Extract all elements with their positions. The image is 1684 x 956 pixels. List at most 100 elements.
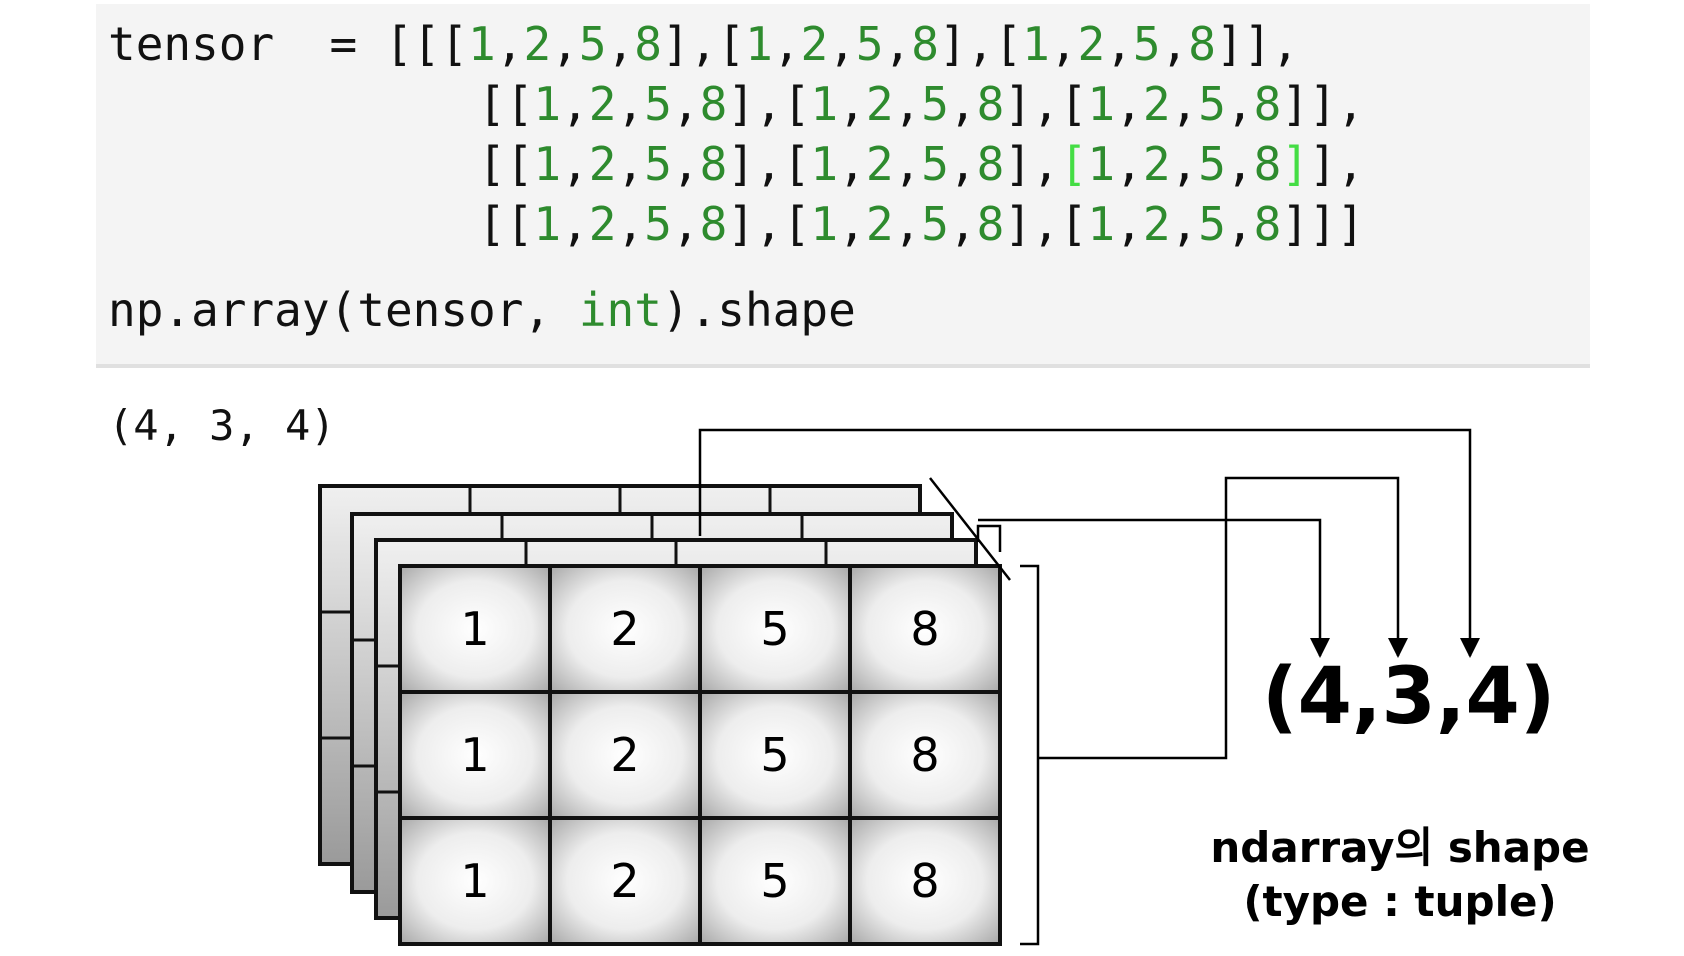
code-line-4: [[1,2,5,8],[1,2,5,8],[1,2,5,8]]]: [478, 194, 1364, 254]
code-bracket: ]],: [1281, 77, 1365, 131]
matrix-cell: [848, 816, 1002, 946]
code-bracket: ,: [495, 17, 524, 71]
code-number: 5: [1198, 77, 1226, 131]
code-bracket: ,: [838, 77, 866, 131]
code-bracket: ,: [1225, 77, 1254, 131]
code-number: 1: [810, 77, 839, 131]
matrix-cell: [848, 564, 1002, 694]
matrix-cell-value: 1: [460, 602, 489, 656]
code-bracket: ,: [1170, 77, 1199, 131]
code-number: 2: [800, 17, 829, 71]
code-number: 1: [533, 197, 562, 251]
code-bracket: ,: [616, 197, 645, 251]
code-number: 2: [1142, 77, 1171, 131]
code-number: 2: [523, 17, 552, 71]
shape-tuple-label: (4,3,4): [1262, 652, 1556, 742]
matrix-cell-value: 1: [460, 728, 489, 782]
code-number: 8: [911, 17, 939, 71]
code-number: 1: [533, 137, 562, 191]
code-number: 5: [921, 77, 949, 131]
code-bracket: ,: [838, 197, 866, 251]
code-number: 2: [588, 137, 617, 191]
code-bracket: ,: [1225, 197, 1254, 251]
matrix-cell-value: 1: [460, 854, 489, 908]
code-bracket: ,: [883, 17, 912, 71]
code-number: 5: [921, 197, 949, 251]
code-bracket: ,: [561, 77, 589, 131]
code-bracket: ],[: [938, 17, 1023, 71]
code-number: 1: [1087, 77, 1116, 131]
code-number: 8: [634, 17, 662, 71]
code-number: 5: [921, 137, 949, 191]
connector-depth: [698, 428, 1480, 658]
code-bracket: ,: [893, 197, 922, 251]
matrix-cell-value: 5: [760, 602, 789, 656]
code-tokens: [[[1,2,5,8],[1,2,5,8],[1,2,5,8]],: [385, 17, 1299, 71]
code-line-5: np.array(tensor, int).shape: [108, 280, 856, 340]
code-bracket: ],[: [661, 17, 746, 71]
code-number: 5: [644, 77, 672, 131]
code-bracket: [[: [478, 197, 534, 251]
dimension-connectors: [698, 428, 1480, 946]
code-number: 5: [644, 137, 672, 191]
code-bracket: ,: [1115, 197, 1143, 251]
code-number: 8: [1253, 137, 1282, 191]
code-variable: tensor: [108, 17, 275, 71]
code-bracket: ,: [1160, 17, 1189, 71]
code-number: 5: [644, 197, 672, 251]
code-bracket: [: [1059, 137, 1088, 191]
code-number: 5: [1198, 197, 1226, 251]
code-bracket: ,: [1170, 137, 1199, 191]
code-bracket: ,: [1170, 197, 1199, 251]
code-number: 8: [1253, 77, 1282, 131]
code-tokens: [[1,2,5,8],[1,2,5,8],[1,2,5,8]]]: [478, 197, 1364, 251]
connector-cols: [978, 518, 1330, 658]
code-number: 5: [578, 17, 607, 71]
code-line-1: tensor = [[[1,2,5,8],[1,2,5,8],[1,2,5,8]…: [108, 14, 1299, 74]
code-number: 8: [976, 137, 1005, 191]
code-bracket: ]],: [1216, 17, 1300, 71]
code-bracket: ,: [1115, 77, 1143, 131]
matrix-cell-value: 5: [760, 728, 789, 782]
code-number: 2: [865, 137, 894, 191]
code-bracket: [[: [478, 77, 534, 131]
code-line-3: [[1,2,5,8],[1,2,5,8],[1,2,5,8]],: [478, 134, 1364, 194]
code-bracket: ],: [1004, 137, 1060, 191]
code-number: 1: [1087, 197, 1116, 251]
matrix-cell: [548, 690, 702, 820]
matrix-cell-value: 8: [910, 854, 939, 908]
code-bracket: ,: [948, 77, 977, 131]
code-bracket: ,: [551, 17, 579, 71]
code-number: 8: [699, 197, 728, 251]
code-number: 2: [1142, 137, 1171, 191]
code-number: 1: [810, 137, 839, 191]
matrix-cell-value: 2: [610, 728, 639, 782]
code-bracket: ,: [893, 77, 922, 131]
code-number: 8: [699, 77, 728, 131]
matrix-cell-value: 8: [910, 728, 939, 782]
code-bracket: ,: [838, 137, 866, 191]
code-bracket: ,: [616, 77, 645, 131]
code-number: 2: [1142, 197, 1171, 251]
code-bracket: ],[: [727, 77, 811, 131]
brace-cols: [976, 524, 1002, 552]
code-number: 5: [855, 17, 884, 71]
code-bracket: ],[: [727, 197, 811, 251]
code-tokens: [[1,2,5,8],[1,2,5,8],[1,2,5,8]],: [478, 77, 1364, 131]
code-bracket: ,: [1115, 137, 1143, 191]
code-bracket: ]: [1281, 137, 1310, 191]
matrix-cell: [398, 816, 552, 946]
code-number: 8: [976, 197, 1005, 251]
code-bracket: ,: [1225, 137, 1254, 191]
code-bracket: ,: [948, 197, 977, 251]
code-bracket: ,: [671, 77, 700, 131]
code-bracket: ],: [1309, 137, 1365, 191]
code-bracket: ],[: [1004, 77, 1088, 131]
code-bracket: ,: [561, 137, 589, 191]
code-bracket: ],[: [727, 137, 811, 191]
code-bracket: ,: [606, 17, 635, 71]
code-number: 8: [1188, 17, 1216, 71]
